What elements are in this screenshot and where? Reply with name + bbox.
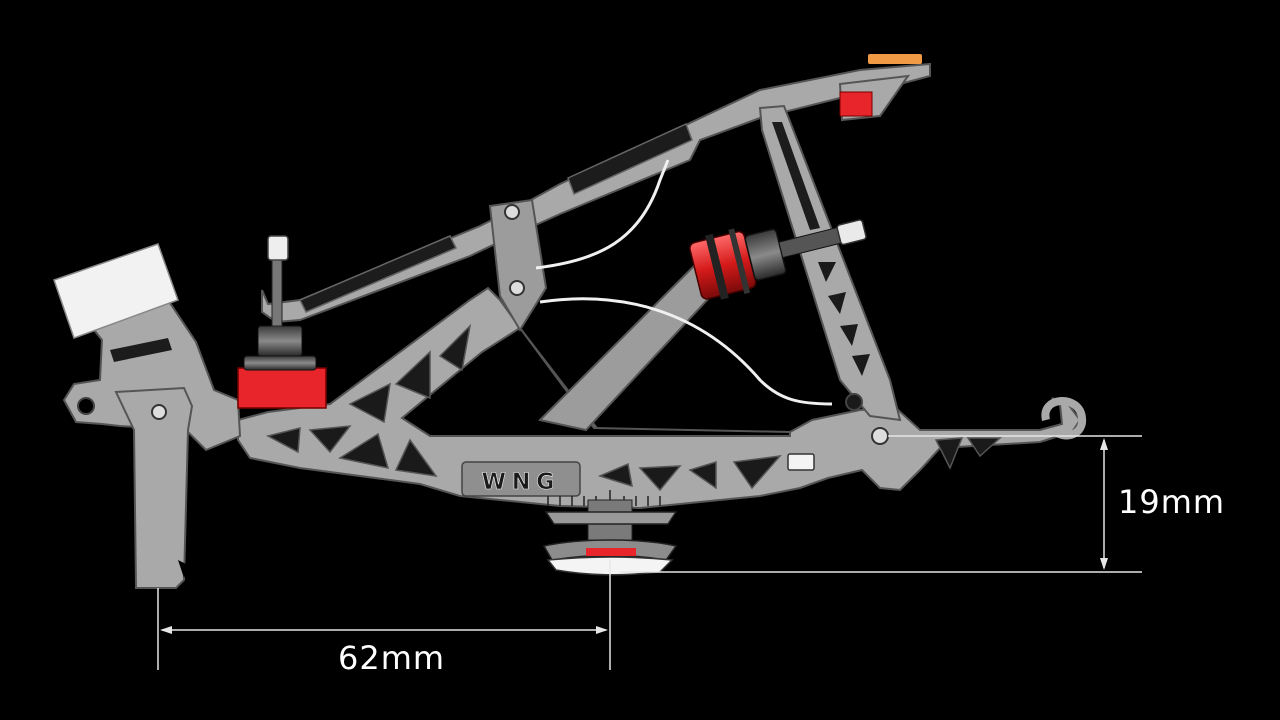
shock-ring xyxy=(728,228,751,294)
frame-window xyxy=(787,453,815,471)
dimension-label-horizontal: 62mm xyxy=(338,639,446,677)
orange-pad xyxy=(868,54,922,64)
left-post-body xyxy=(114,386,194,589)
cable xyxy=(539,297,833,406)
stack-cap xyxy=(267,235,289,261)
lattice-pocket xyxy=(818,262,836,282)
red-block xyxy=(237,367,327,409)
dimension-lines xyxy=(157,435,1142,670)
upper-arm-slot xyxy=(298,235,458,313)
lattice-pocket xyxy=(934,437,964,470)
pivot-right xyxy=(871,427,889,445)
lattice-pocket xyxy=(852,354,870,376)
stack-post xyxy=(271,255,283,327)
cables xyxy=(535,159,833,406)
lattice-pocket xyxy=(394,350,431,400)
left-housing xyxy=(53,243,242,452)
shock-end xyxy=(836,219,867,246)
arrow-head xyxy=(160,626,172,634)
arrow-head xyxy=(1100,558,1108,570)
rocker-red-strip xyxy=(586,548,636,556)
cable xyxy=(535,159,670,270)
shock-ring xyxy=(705,233,729,300)
lattice-pocket xyxy=(840,324,858,346)
lattice-pocket xyxy=(438,323,472,372)
diagonal-strut xyxy=(537,258,724,432)
rocker-cap xyxy=(544,511,678,525)
pivot-rear-lower xyxy=(845,393,863,411)
lattice-pocket xyxy=(394,438,438,478)
main-frame: WNG xyxy=(237,286,1082,512)
frame-center-cutout xyxy=(400,326,791,437)
arrow-head xyxy=(596,626,608,634)
pivot-left xyxy=(151,404,167,420)
dimension-label-vertical: 19mm xyxy=(1118,483,1226,521)
lattice-pocket xyxy=(348,382,391,424)
post-notch xyxy=(178,560,190,578)
link-plate xyxy=(488,198,548,332)
rear-arm-slot xyxy=(772,122,820,230)
brand-mark: WNG xyxy=(482,470,561,495)
logo-recess xyxy=(461,461,581,497)
lattice-pocket xyxy=(597,462,633,488)
lattice-pocket xyxy=(338,432,390,469)
pivot-upper xyxy=(504,204,520,220)
lattice-pocket xyxy=(966,437,1002,458)
lattice-pocket xyxy=(308,425,352,454)
lattice-pocket xyxy=(688,460,717,490)
white-block xyxy=(53,243,179,339)
left-post xyxy=(114,386,194,589)
upper-arm xyxy=(261,54,931,324)
stack-nut xyxy=(257,325,303,357)
upper-arm-slot xyxy=(567,122,693,196)
stack-collar xyxy=(243,355,317,371)
shock-absorber xyxy=(689,219,867,300)
left-housing-slot xyxy=(110,338,172,362)
lattice-pocket xyxy=(732,454,782,490)
rear-arm xyxy=(758,104,902,422)
adjuster-stack xyxy=(237,235,327,409)
pivot-middle xyxy=(509,280,525,296)
link-plate-body xyxy=(488,198,548,332)
left-mount-hole xyxy=(77,397,95,415)
lattice-pocket xyxy=(265,427,301,454)
lattice-pocket xyxy=(638,465,682,492)
arrow-head xyxy=(1100,438,1108,450)
red-pad-top xyxy=(839,91,873,117)
lattice-pocket xyxy=(828,292,846,314)
